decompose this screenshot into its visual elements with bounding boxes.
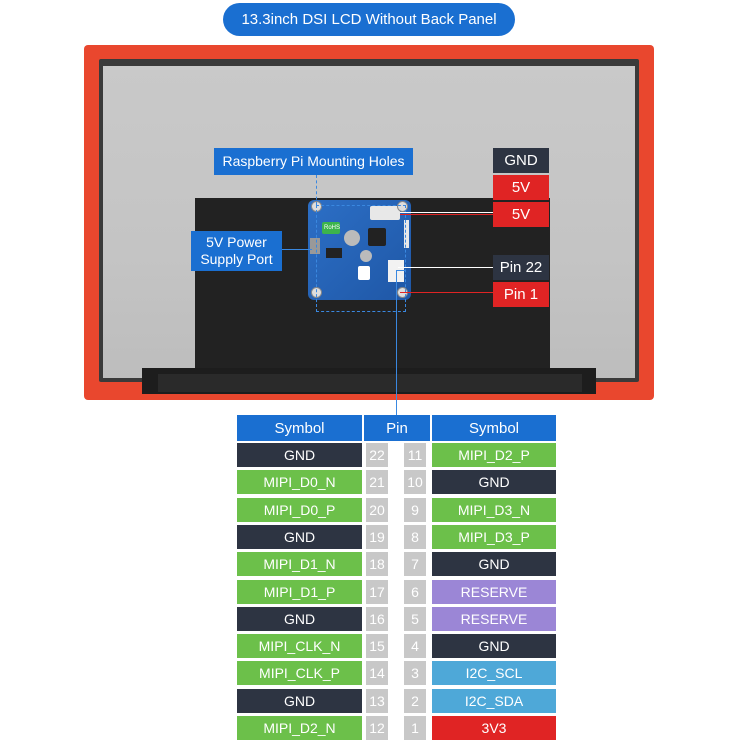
table-cell-left-pin: 21 xyxy=(366,470,388,494)
table-cell-right-pin: 11 xyxy=(404,443,426,467)
table-cell-right-pin: 6 xyxy=(404,580,426,604)
label-5v-1: 5V xyxy=(493,175,549,200)
table-cell-right-symbol: GND xyxy=(432,552,556,576)
table-cell-left-pin: 17 xyxy=(366,580,388,604)
table-cell-left-symbol: GND xyxy=(237,689,362,713)
label-5v-2: 5V xyxy=(493,202,549,227)
label-pin-1: Pin 1 xyxy=(493,282,549,307)
pin-22-leader xyxy=(398,267,493,268)
label-pin-22: Pin 22 xyxy=(493,255,549,280)
table-cell-right-symbol: MIPI_D3_N xyxy=(432,498,556,522)
label-gnd: GND xyxy=(493,148,549,173)
table-cell-left-symbol: MIPI_CLK_P xyxy=(237,661,362,685)
table-cell-right-pin: 8 xyxy=(404,525,426,549)
table-cell-right-pin: 5 xyxy=(404,607,426,631)
table-cell-left-symbol: GND xyxy=(237,607,362,631)
table-cell-right-symbol: I2C_SCL xyxy=(432,661,556,685)
table-cell-left-pin: 13 xyxy=(366,689,388,713)
table-cell-right-symbol: RESERVE xyxy=(432,607,556,631)
mounting-hole-outline xyxy=(316,205,406,312)
table-cell-left-pin: 15 xyxy=(366,634,388,658)
table-cell-left-symbol: MIPI_D2_N xyxy=(237,716,362,740)
connector-leader-vertical xyxy=(396,270,397,415)
power-port-callout: 5V Power Supply Port xyxy=(191,231,282,271)
table-cell-left-symbol: GND xyxy=(237,443,362,467)
gnd-leader xyxy=(400,212,493,213)
5v-leader xyxy=(400,214,493,215)
title-banner: 13.3inch DSI LCD Without Back Panel xyxy=(223,3,515,36)
header-symbol-left: Symbol xyxy=(237,415,362,441)
mounting-holes-callout: Raspberry Pi Mounting Holes xyxy=(214,148,413,175)
mounting-holes-leader xyxy=(316,175,318,205)
label-5v-1-text: 5V xyxy=(511,179,531,196)
pin-1-leader xyxy=(400,292,493,293)
table-cell-right-symbol: GND xyxy=(432,470,556,494)
table-cell-right-pin: 2 xyxy=(404,689,426,713)
table-cell-right-symbol: RESERVE xyxy=(432,580,556,604)
mounting-hole-top-right xyxy=(397,201,408,212)
table-cell-left-symbol: MIPI_D0_P xyxy=(237,498,362,522)
table-cell-right-symbol: MIPI_D2_P xyxy=(432,443,556,467)
table-cell-right-pin: 9 xyxy=(404,498,426,522)
connector-leader-horizontal xyxy=(396,270,406,271)
table-cell-right-pin: 3 xyxy=(404,661,426,685)
header-pin: Pin xyxy=(364,415,430,441)
table-cell-right-pin: 4 xyxy=(404,634,426,658)
table-cell-left-pin: 18 xyxy=(366,552,388,576)
table-cell-left-symbol: MIPI_CLK_N xyxy=(237,634,362,658)
table-cell-left-pin: 12 xyxy=(366,716,388,740)
table-cell-right-pin: 1 xyxy=(404,716,426,740)
label-pin-22-text: Pin 22 xyxy=(499,259,543,276)
rohs-mark: RoHS xyxy=(324,225,341,231)
table-cell-left-pin: 16 xyxy=(366,607,388,631)
table-cell-right-symbol: 3V3 xyxy=(432,716,556,740)
table-cell-left-symbol: MIPI_D1_P xyxy=(237,580,362,604)
label-pin-1-text: Pin 1 xyxy=(503,286,539,303)
table-cell-left-symbol: MIPI_D0_N xyxy=(237,470,362,494)
pcb-board: RoHS xyxy=(308,200,411,300)
table-cell-right-symbol: MIPI_D3_P xyxy=(432,525,556,549)
table-cell-left-pin: 22 xyxy=(366,443,388,467)
label-gnd-text: GND xyxy=(504,152,538,169)
table-cell-left-symbol: GND xyxy=(237,525,362,549)
power-port-label-line2: Supply Port xyxy=(200,251,273,267)
table-cell-right-symbol: GND xyxy=(432,634,556,658)
table-cell-right-symbol: I2C_SDA xyxy=(432,689,556,713)
table-cell-right-pin: 10 xyxy=(404,470,426,494)
table-cell-left-pin: 14 xyxy=(366,661,388,685)
pcb-components xyxy=(310,206,409,282)
label-5v-2-text: 5V xyxy=(511,206,531,223)
table-cell-right-pin: 7 xyxy=(404,552,426,576)
panel-bottom-strip-inner xyxy=(158,374,582,392)
mounting-holes-label: Raspberry Pi Mounting Holes xyxy=(222,153,405,169)
header-symbol-right: Symbol xyxy=(432,415,556,441)
table-cell-left-pin: 19 xyxy=(366,525,388,549)
table-cell-left-pin: 20 xyxy=(366,498,388,522)
power-port-leader xyxy=(282,249,312,250)
power-port-label-line1: 5V Power xyxy=(206,234,267,250)
table-cell-left-symbol: MIPI_D1_N xyxy=(237,552,362,576)
